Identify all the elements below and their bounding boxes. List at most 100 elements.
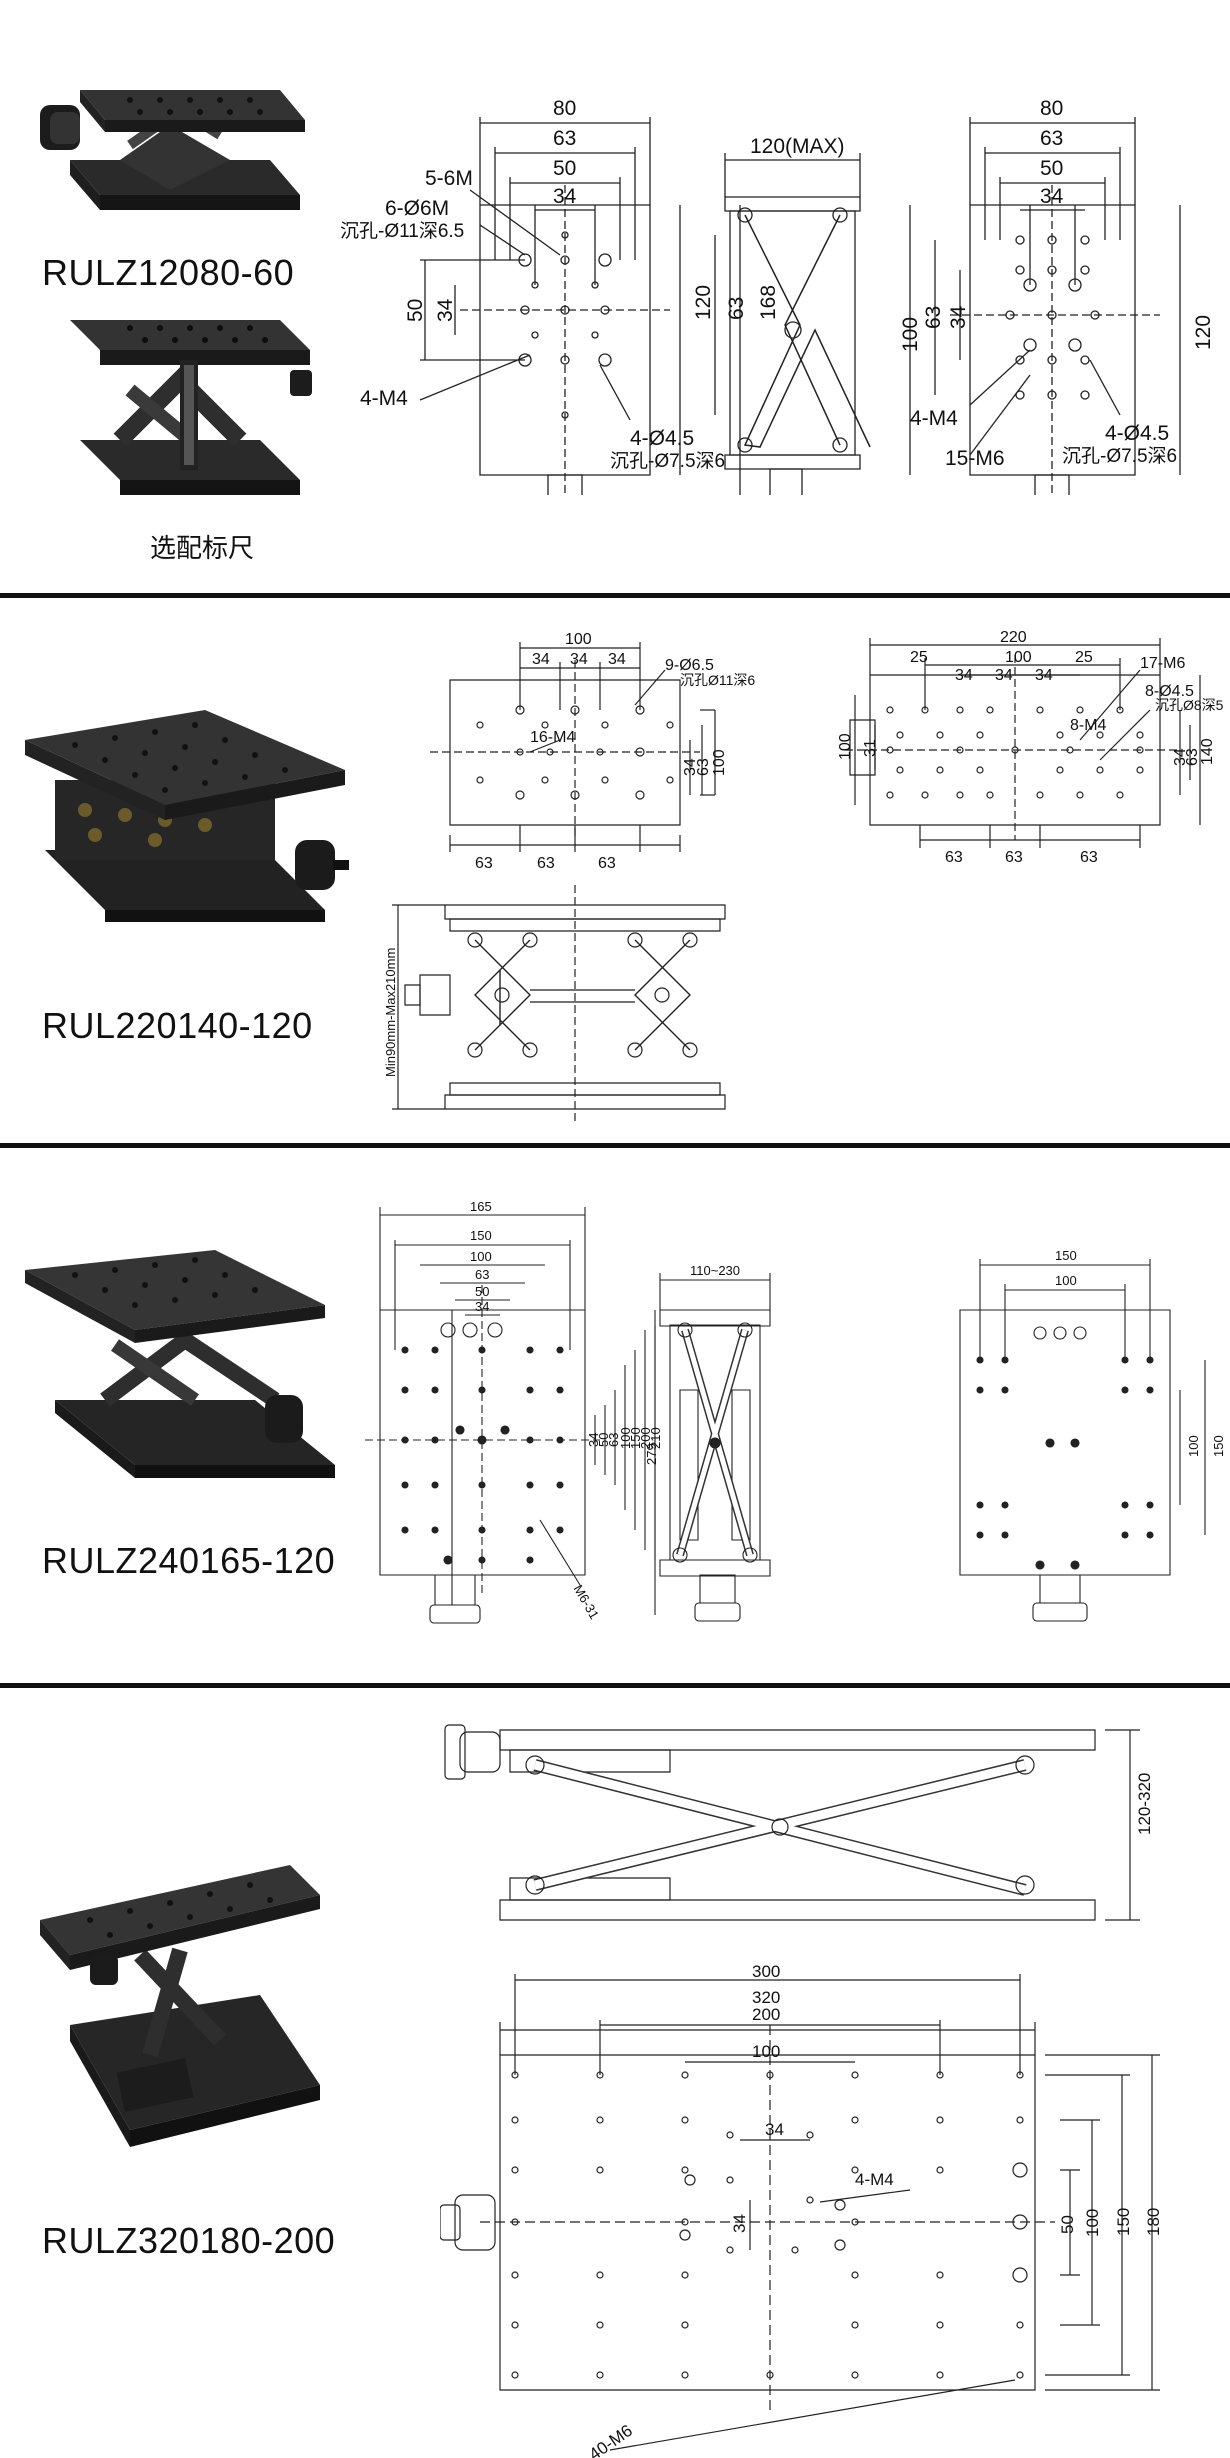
- dimension-label: 100: [1005, 649, 1032, 666]
- model-label: RULZ12080-60: [42, 252, 295, 293]
- dimension-label: 8-M4: [1070, 717, 1107, 734]
- side-view-base-plate: [660, 1560, 770, 1576]
- section-rulz12080: RULZ12080-60 选配标尺: [0, 0, 1230, 590]
- dimension-label: 63: [945, 849, 963, 866]
- dimension-label: 100: [565, 631, 592, 648]
- dimension-label: 4-M4: [360, 387, 408, 410]
- side-view-base-plate: [725, 455, 860, 469]
- dimension-label: 34: [475, 1299, 489, 1314]
- model-label: RULZ320180-200: [42, 2220, 336, 2261]
- dimension-label: 沉孔-Ø7.5深6: [610, 450, 725, 472]
- dimension-label: 220: [1000, 630, 1027, 646]
- dimension-label: 180: [1144, 2208, 1163, 2236]
- dimension-label: 34: [730, 2214, 749, 2233]
- dimension-label: 100: [1083, 2209, 1102, 2237]
- bottom-view-holes: [887, 707, 1143, 798]
- dimension-label: 17-M6: [1140, 655, 1185, 672]
- top-view-holes: [477, 706, 673, 799]
- dimension-label: 25: [1075, 649, 1093, 666]
- drawing-rulz12080: 80 63 50 34 50 34 120 63 168 5-6M 6-Ø6M …: [340, 97, 1215, 495]
- dimension-label: 34: [995, 667, 1013, 684]
- bottom-view-holes: [977, 1327, 1153, 1569]
- dimension-label: 34: [586, 1433, 601, 1447]
- dimension-label: 80: [553, 97, 576, 120]
- dimension-label: 100: [711, 749, 728, 776]
- product-photo-rulz320180: [40, 1865, 320, 2147]
- dimension-label: 6-Ø6M: [385, 197, 449, 220]
- dimension-label: 50: [475, 1284, 489, 1299]
- dimension-label: 120-320: [1135, 1773, 1154, 1835]
- scissor-arm: [745, 215, 870, 447]
- dimension-label: 120: [692, 285, 715, 320]
- dimension-label: 9-Ø6.5: [665, 657, 714, 674]
- dimension-label: 34: [1172, 748, 1189, 766]
- dimension-label: 150: [470, 1228, 492, 1243]
- dimension-label: 沉孔Ø11深6: [680, 672, 755, 688]
- dimension-label: 34: [947, 305, 970, 329]
- dimension-label: 34: [434, 298, 457, 322]
- dimension-label: 279: [644, 1443, 659, 1465]
- dimension-label: 63: [537, 855, 555, 872]
- dimension-label: 63: [553, 127, 576, 150]
- side-view-base-plate: [500, 1900, 1095, 1920]
- dimension-label: 63: [475, 1267, 489, 1282]
- top-view-holes: [512, 2072, 1027, 2378]
- dimension-label: 100: [1055, 1273, 1077, 1288]
- product-photo-rulz12080: [40, 90, 305, 210]
- section-divider: [0, 1683, 1230, 1688]
- optional-scale-caption: 选配标尺: [150, 534, 255, 564]
- dimension-label: M6-31: [571, 1582, 602, 1621]
- dimension-label: 34: [532, 651, 550, 668]
- drawing-rulz320180: 120-320 320 300 200 100 34 34 50 100 150…: [440, 1690, 1163, 2458]
- dimension-label: 4-Ø4.5: [630, 427, 694, 450]
- dimension-label: 63: [1005, 849, 1023, 866]
- dimension-label: Min90mm-Max210mm: [383, 948, 398, 1077]
- dimension-label: 120: [1192, 315, 1215, 350]
- dimension-label: 沉孔Ø8深5: [1155, 697, 1224, 713]
- dimension-label: 31: [862, 739, 879, 757]
- dimension-label: 210: [648, 1427, 663, 1449]
- dimension-label: 34: [1040, 185, 1064, 208]
- dimension-label: 50: [1058, 2215, 1077, 2234]
- side-view-top-plate: [500, 1730, 1095, 1750]
- dimension-label: 150: [1055, 1248, 1077, 1263]
- dimension-label: 320: [752, 1988, 780, 2007]
- dimension-label: 4-M4: [855, 2170, 894, 2189]
- dimension-label: 80: [1040, 97, 1063, 120]
- product-photo-rulz240165: [25, 1250, 335, 1478]
- dimension-label: 200: [752, 2005, 780, 2024]
- dimension-label: 63: [1080, 849, 1098, 866]
- product-photo-rul220140: [25, 710, 349, 922]
- dimension-label: 63: [1184, 748, 1201, 766]
- dimension-label: 300: [752, 1962, 780, 1981]
- dimension-label: 63: [725, 297, 748, 320]
- dimension-label: 34: [955, 667, 973, 684]
- drawing-rulz240165: 165 150 100 63 50 34 34 50 63 100 150 20…: [360, 1199, 1225, 1675]
- dimension-label: 63: [606, 1433, 621, 1447]
- dimension-label: 8-Ø4.5: [1145, 683, 1194, 700]
- dimension-label: 50: [404, 299, 427, 322]
- product-photo-rulz12080-scale: [70, 320, 312, 495]
- dimension-label: 100: [618, 1427, 633, 1449]
- dimension-label: 140: [1199, 738, 1216, 765]
- dimension-label: 120(MAX): [750, 135, 845, 158]
- model-label: RULZ240165-120: [42, 1540, 336, 1581]
- dimension-label: 沉孔-Ø11深6.5: [340, 220, 464, 242]
- side-view-top-plate: [725, 197, 860, 211]
- dimension-label: 63: [598, 855, 616, 872]
- side-view-top-plate: [660, 1310, 770, 1326]
- dimension-label: 34: [1035, 667, 1053, 684]
- dimension-label: 4-M4: [910, 407, 958, 430]
- bottom-view-plate: [960, 1310, 1170, 1575]
- dimension-label: 16-M4: [530, 729, 575, 746]
- side-view-top-plate: [445, 905, 725, 919]
- section-rulz320180: RULZ320180-200: [0, 1690, 1230, 2458]
- dimension-label: 40-M6: [586, 2421, 636, 2458]
- dimension-label: 150: [1211, 1435, 1225, 1457]
- dimension-label: 50: [1040, 157, 1063, 180]
- dimension-label: 34: [682, 758, 699, 776]
- dimension-label: 50: [596, 1433, 611, 1447]
- dimension-label: 63: [922, 306, 945, 329]
- top-view-holes: [519, 232, 611, 418]
- dimension-label: 100: [837, 733, 854, 760]
